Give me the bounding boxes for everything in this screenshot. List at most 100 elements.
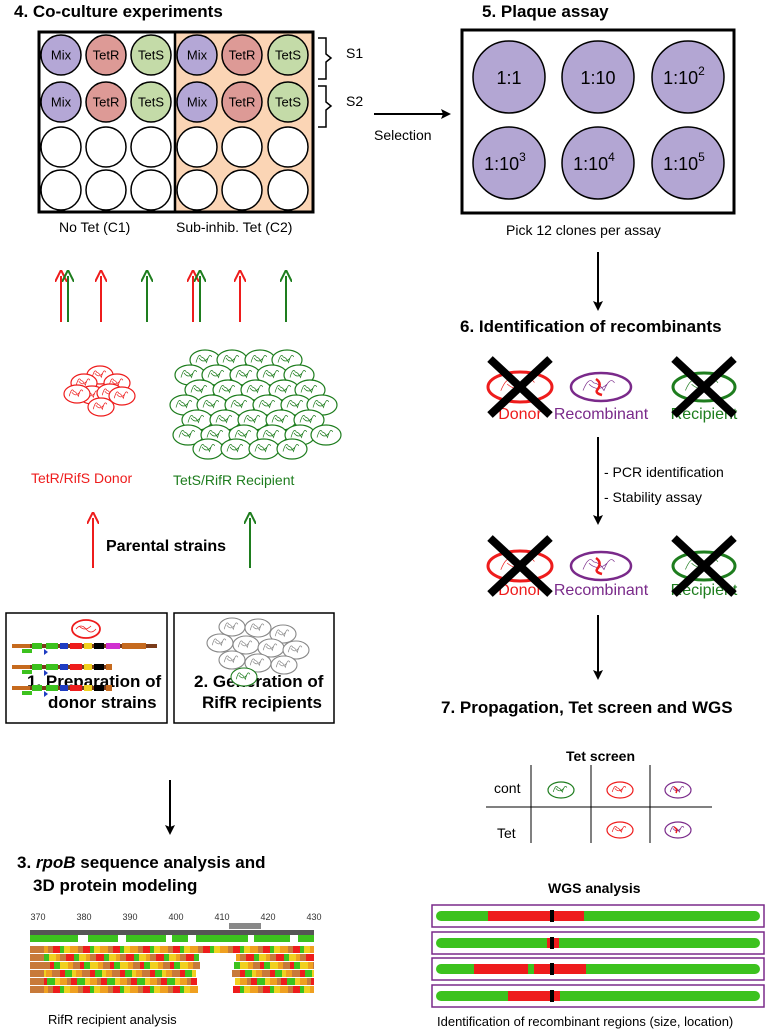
wgs-bar [431,957,765,981]
step7-title: 7. Propagation, Tet screen and WGS [441,698,733,717]
well-label: TetR [229,94,256,109]
well-label: TetS [138,94,164,109]
plaque-well: 1:10 [561,40,635,114]
plaque-well: 1:105 [651,126,725,200]
tet-screen-grid [486,765,712,843]
wgs-title: WGS analysis [548,880,641,896]
step2-line1: 2. Generation of [194,672,324,691]
well: TetR [85,81,127,123]
recipient-cell [192,438,224,460]
well [40,126,82,168]
well-label: TetR [229,47,256,62]
donor-construct-diagram [12,619,157,697]
well: Mix [40,81,82,123]
recipient-cell [220,438,252,460]
recipient-cell [248,438,280,460]
plaque-frame [460,28,736,215]
wgs-caption: Identification of recombinant regions (s… [437,1014,734,1029]
position-tick: 370 [30,912,45,922]
plaque-well: 1:103 [472,126,546,200]
recombinant-cell [664,821,692,839]
recipient-label: TetS/RifR Recipient [173,472,295,488]
well: Mix [176,81,218,123]
dilution-label: 1:103 [484,150,526,174]
donor-label: Donor [498,582,542,599]
well [85,126,127,168]
donor-label: Donor [498,406,542,423]
well: TetS [130,34,172,76]
plaque-plate: 1:1 1:10 1:102 1:103 1:104 1:105 [460,28,736,215]
dilution-label: 1:104 [573,150,615,174]
step5-title: 5. Plaque assay [482,2,609,21]
well [40,169,82,211]
dilution-label: 1:1 [496,68,521,88]
rifr-cell [244,618,272,638]
s2-brace [318,85,333,128]
well: TetR [221,81,263,123]
well [85,169,127,211]
tet-row-cont: cont [494,780,521,796]
well: TetR [85,34,127,76]
c1-label: No Tet (C1) [59,219,131,235]
construct [12,685,112,697]
donor-cells [63,365,136,417]
well-label: TetS [275,94,301,109]
donor-label: TetR/RifS Donor [31,470,133,486]
tet-screen-title: Tet screen [566,748,635,764]
position-tick: 430 [306,912,321,922]
recombinant-cell [569,550,633,582]
c2-label: Sub-inhib. Tet (C2) [176,219,293,235]
plaque-well: 1:104 [561,126,635,200]
step4-title: 4. Co-culture experiments [14,2,223,21]
well: TetS [130,81,172,123]
well [267,126,309,168]
dilution-label: 1:102 [663,64,705,88]
rifr-cell [218,617,246,637]
wgs-bar [431,904,765,928]
donor-cell [63,384,91,404]
rifr-cell [270,655,298,675]
step6-title: 6. Identification of recombinants [460,317,722,336]
selection-label: Selection [374,127,432,143]
well: Mix [176,34,218,76]
dilution-exponent: 4 [608,150,615,164]
well-label: Mix [187,94,208,109]
well [221,126,263,168]
well: TetS [267,81,309,123]
position-tick: 420 [260,912,275,922]
wgs-bar [431,931,765,955]
rifr-cell [232,635,260,655]
well-label: TetR [93,94,120,109]
step2-line2: RifR recipients [202,693,322,712]
well [176,126,218,168]
well: TetR [221,34,263,76]
recipient-cell [276,438,308,460]
recombinant-cell [569,371,633,403]
well [130,126,172,168]
well-label: TetS [138,47,164,62]
well [130,169,172,211]
s1-label: S1 [346,45,364,61]
step2-box [173,612,335,724]
wgs-bars [431,904,765,1008]
construct [12,664,112,676]
donor-cell [87,397,115,417]
well-label: Mix [187,47,208,62]
s2-label: S2 [346,93,364,109]
plaque-well: 1:1 [472,40,546,114]
well: TetS [267,34,309,76]
well [221,169,263,211]
s1-brace [318,37,333,80]
recombinant-cell [664,781,692,799]
dilution-label: 1:10 [580,68,615,88]
well-label: Mix [51,94,72,109]
dilution-exponent: 3 [519,150,526,164]
position-tick: 390 [122,912,137,922]
recombinant-label: Recombinant [554,406,649,423]
position-tick: 410 [214,912,229,922]
plaque-caption: Pick 12 clones per assay [506,222,661,238]
rifr-cell [282,640,310,660]
